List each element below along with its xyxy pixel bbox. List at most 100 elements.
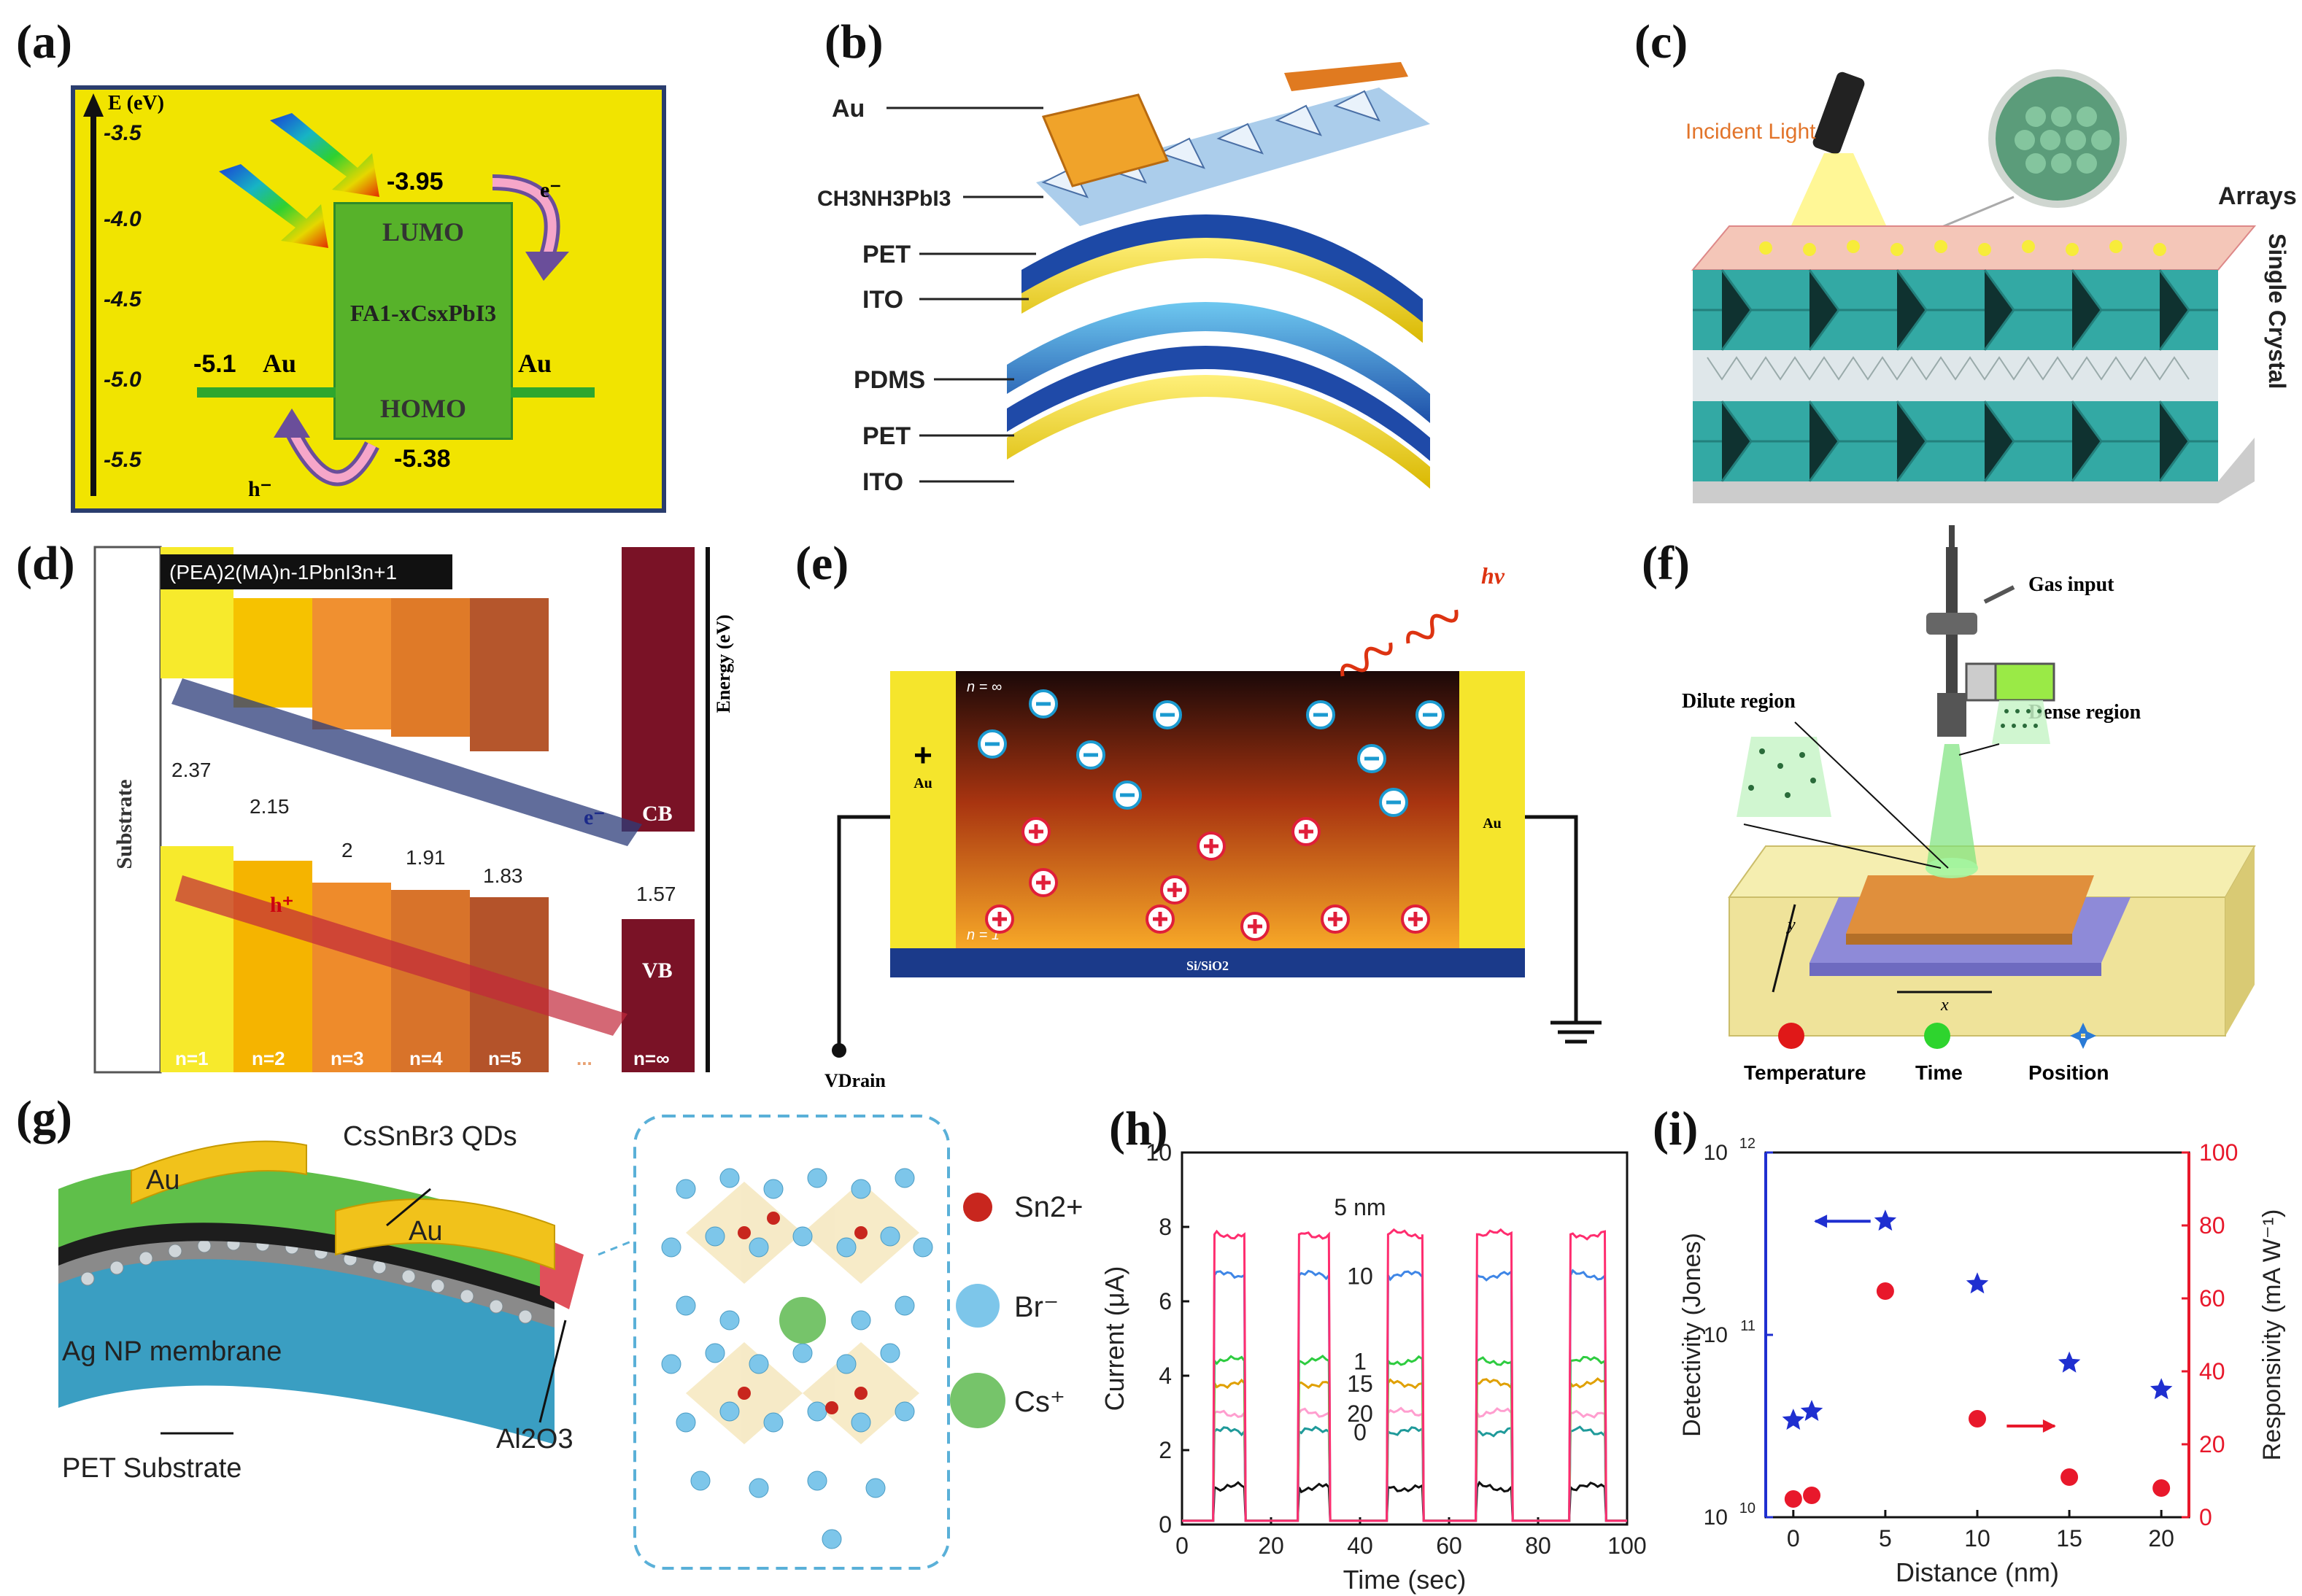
panel-b-pdms-layer bbox=[1007, 302, 1430, 423]
panel-e-au-left bbox=[890, 671, 956, 963]
chart-h-x-tick-label: 80 bbox=[1525, 1533, 1551, 1559]
panel-d-gap: 1.91 bbox=[406, 846, 446, 869]
panel-g-pet-label: PET Substrate bbox=[62, 1453, 242, 1484]
chart-i-right-tick-label: 80 bbox=[2199, 1212, 2225, 1239]
chart-h-x-tick-label: 100 bbox=[1607, 1533, 1646, 1559]
panel-e-drain-wire bbox=[837, 815, 890, 1050]
panel-d-gap: 2.15 bbox=[250, 795, 290, 818]
chart-i-right-tick-label: 100 bbox=[2199, 1139, 2238, 1166]
panel-c-single-crystal-label: Single Crystal bbox=[2264, 233, 2290, 389]
panel-a-label: (a) bbox=[16, 15, 72, 69]
panel-d-phase: n=3 bbox=[331, 1047, 364, 1069]
chart-i-responsivity-point bbox=[2060, 1468, 2079, 1486]
chart-i-right-axis-label: Responsivity (mA W⁻¹) bbox=[2258, 1209, 2286, 1461]
chart-h-series-label: 15 bbox=[1347, 1371, 1373, 1397]
panel-f-position-icon bbox=[2070, 1023, 2096, 1049]
panel-a-tick: -5.0 bbox=[104, 368, 142, 392]
panel-e-ground-icon bbox=[1550, 1020, 1602, 1044]
chart-i-right-tick-label: 0 bbox=[2199, 1504, 2212, 1530]
panel-a-hole-label: h⁻ bbox=[248, 477, 272, 501]
panel-g-au-label: Au bbox=[146, 1165, 179, 1196]
panel-h-label: (h) bbox=[1109, 1102, 1168, 1155]
panel-g-device: Au Au CsSnBr3 QDs Ag NP membrane Al2O3 P… bbox=[58, 1115, 1084, 1570]
panel-b-layer-label: ITO bbox=[862, 468, 903, 496]
panel-f-setup: Gas input Dense region Dilute region y x… bbox=[1682, 525, 2256, 1084]
panel-b-layer-label: PET bbox=[862, 241, 911, 268]
chart-i-x-tick-label: 15 bbox=[2056, 1525, 2082, 1552]
panel-f-dense-region: Dense region bbox=[2028, 701, 2141, 724]
chart-i-detectivity-point bbox=[1966, 1272, 1989, 1294]
chart-i-left-tick-exponent: 12 bbox=[1739, 1136, 1756, 1152]
panel-b-pet-layer bbox=[1007, 346, 1430, 461]
panel-c-light-beam bbox=[1788, 153, 1890, 233]
chart-h-series-label: 20 bbox=[1347, 1401, 1373, 1427]
chart-h-x-tick-label: 0 bbox=[1175, 1533, 1189, 1559]
chart-i-left-tick-exponent: 11 bbox=[1740, 1318, 1756, 1334]
panel-d-substrate bbox=[93, 546, 162, 1074]
panel-e-au-right-label: Au bbox=[1483, 816, 1502, 832]
panel-d-energy-label: Energy (eV) bbox=[713, 614, 734, 713]
chart-h-y-tick-label: 6 bbox=[1159, 1288, 1172, 1314]
panel-c-top-plane bbox=[1691, 225, 2257, 271]
chart-h-x-tick-label: 40 bbox=[1347, 1533, 1373, 1559]
chart-i-responsivity-point bbox=[1969, 1410, 1986, 1428]
panel-a-tick: -4.0 bbox=[104, 207, 142, 231]
panel-b-pet-layer bbox=[1021, 214, 1423, 322]
panel-e-holes bbox=[985, 817, 1430, 941]
panel-a-tick: -3.5 bbox=[104, 121, 142, 145]
panel-e-photon-wave bbox=[1340, 642, 1393, 677]
chart-h-x-tick-label: 60 bbox=[1436, 1533, 1462, 1559]
panel-a-axis-title: E (eV) bbox=[108, 92, 164, 115]
chart-i-responsivity-point bbox=[1803, 1487, 1821, 1504]
panel-a-photon-arrow bbox=[270, 113, 379, 197]
chart-h-series-label: 0 bbox=[1353, 1419, 1367, 1446]
panel-b-ito-layer bbox=[1021, 236, 1423, 343]
chart-i-x-tick-label: 10 bbox=[1964, 1525, 1990, 1552]
chart-i-left-arrowhead bbox=[1814, 1215, 1828, 1228]
panel-b-layer-label: PET bbox=[862, 422, 911, 450]
chart-i-detectivity-point bbox=[1782, 1409, 1804, 1430]
panel-f-temperature-label: Temperature bbox=[1744, 1061, 1866, 1084]
chart-i-left-axis-label: Detectivity (Jones) bbox=[1678, 1233, 1706, 1437]
panel-g-qd-layer bbox=[58, 1164, 555, 1291]
panel-f-gas-input: Gas input bbox=[2028, 573, 2114, 596]
chart-h-x-tick-label: 20 bbox=[1258, 1533, 1284, 1559]
panel-g-cs-atom bbox=[779, 1297, 826, 1344]
chart-i-responsivity-point bbox=[1876, 1282, 1894, 1300]
panel-g-label: (g) bbox=[16, 1091, 72, 1144]
panel-e-electrons bbox=[978, 689, 1445, 817]
panel-g-al2o3-label: Al2O3 bbox=[496, 1424, 573, 1454]
panel-f-film bbox=[1846, 875, 2094, 934]
panel-e-drain-terminal bbox=[832, 1043, 846, 1058]
panel-d-phase: ... bbox=[576, 1047, 592, 1069]
chart-h-y-tick-label: 4 bbox=[1159, 1363, 1172, 1389]
panel-c-incident-label: Incident Light bbox=[1685, 120, 1816, 144]
panel-g-pet-substrate bbox=[58, 1252, 555, 1444]
chart-h-frame bbox=[1181, 1151, 1629, 1526]
panel-e-perovskite bbox=[956, 671, 1459, 963]
chart-i-right-tick-label: 60 bbox=[2199, 1285, 2225, 1312]
chart-i-x-tick-label: 0 bbox=[1787, 1525, 1800, 1552]
panel-g-qd-label: CsSnBr3 QDs bbox=[343, 1121, 517, 1152]
panel-d-phase: n=∞ bbox=[633, 1047, 670, 1069]
panel-f-time-label: Time bbox=[1915, 1061, 1963, 1084]
panel-f-dense-inset bbox=[1992, 700, 2050, 744]
panel-c-arrays-label: Arrays bbox=[2218, 182, 2297, 210]
panel-g-cs-swatch bbox=[950, 1373, 1005, 1428]
panel-e-si-substrate bbox=[890, 948, 1525, 977]
chart-i-detectivity-point bbox=[2150, 1378, 2173, 1400]
chart-h-series-line bbox=[1182, 1228, 1627, 1522]
panel-e-label: (e) bbox=[795, 537, 849, 590]
panel-f-x-label: x bbox=[1940, 996, 1949, 1015]
panel-f-dilute-inset bbox=[1737, 737, 1831, 817]
panel-d-hole-label: h⁺ bbox=[270, 893, 294, 917]
panel-a-homo-level: -5.38 bbox=[394, 445, 451, 473]
panel-a-au-level: -5.1 bbox=[193, 350, 236, 378]
panel-g-au-label: Au bbox=[409, 1216, 442, 1247]
panel-a-au-left: Au bbox=[263, 349, 296, 378]
panel-g-legend-label: Cs⁺ bbox=[1014, 1386, 1065, 1418]
panel-f-dilute-region: Dilute region bbox=[1682, 690, 1796, 713]
chart-h-y-tick-label: 2 bbox=[1159, 1437, 1172, 1463]
